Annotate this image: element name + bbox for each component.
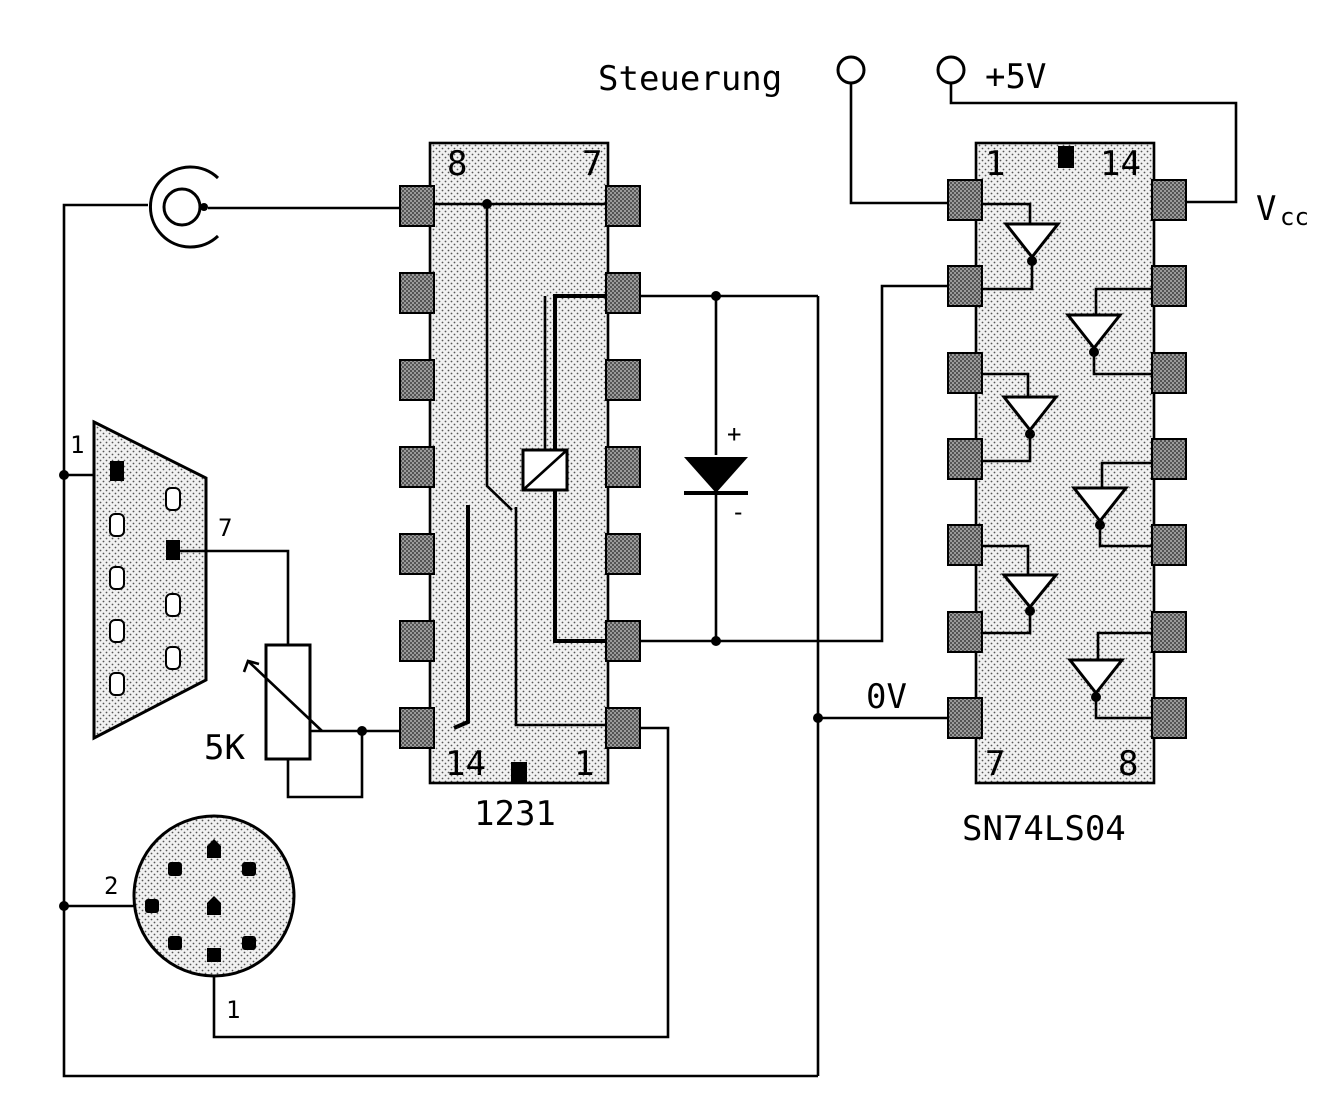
plus5v-label: +5V — [985, 57, 1046, 97]
diode-plus-label: + — [727, 420, 741, 448]
inv-pin-14-label: 14 — [1100, 144, 1141, 184]
wire-relay-inverter — [640, 284, 948, 643]
inverter-gate — [1064, 287, 1152, 376]
relay-chip-1231: 8 7 14 1 1231 — [399, 141, 641, 834]
pot-value-label: 5K — [204, 728, 245, 768]
steuerung-label: Steuerung — [598, 59, 782, 99]
inverter-gate — [982, 544, 1060, 635]
relay-pin-14-label: 14 — [445, 744, 486, 784]
subd-pin-7-label: 7 — [218, 514, 232, 542]
relay-pin-8-label: 8 — [447, 144, 467, 184]
relay-pin-1-label: 1 — [574, 744, 594, 784]
subd-pin-1-label: 1 — [70, 431, 84, 459]
inv-pin-7-label: 7 — [985, 744, 1005, 784]
relay-pin-8-pad — [399, 185, 435, 227]
relay-notch — [511, 762, 527, 782]
potentiometer-5k: 5K — [204, 643, 400, 799]
relay-pin-1-pad — [605, 707, 641, 749]
inverter-notch — [1058, 146, 1074, 168]
inv-pin-1-label: 1 — [985, 144, 1005, 184]
inverter-gate — [1066, 631, 1152, 720]
diode-minus-label: - — [731, 498, 745, 526]
inverter-gate — [982, 372, 1060, 463]
supply-terminal-icon — [936, 55, 966, 85]
inverter-chip-sn74ls04: 1 14 7 8 SN74LS04 — [947, 141, 1187, 849]
supply-terminal: +5V — [936, 55, 1238, 204]
relay-pin-7-label: 7 — [582, 144, 602, 184]
din-pin-1-label: 1 — [226, 996, 240, 1024]
din-pin-2-label: 2 — [104, 872, 118, 900]
control-terminal-icon — [836, 55, 866, 85]
inverter-gate — [982, 202, 1062, 291]
inv-pin-8-label: 8 — [1118, 744, 1138, 784]
relay-pin-14-pad — [399, 707, 435, 749]
relay-pin-7-pad — [605, 185, 641, 227]
relay-name-label: 1231 — [474, 794, 556, 834]
subd-connector: 1 7 — [70, 419, 232, 741]
zero-v-label: 0V — [866, 677, 907, 717]
inverter-gate — [1070, 461, 1152, 548]
control-terminal: Steuerung — [598, 55, 948, 205]
din-connector: 2 1 — [104, 814, 296, 1024]
bnc-connector — [148, 165, 220, 249]
flyback-diode: + - — [640, 291, 818, 646]
vcc-label: V — [1256, 189, 1276, 229]
inverter-name-label: SN74LS04 — [962, 809, 1126, 849]
vcc-subscript: cc — [1280, 203, 1309, 231]
